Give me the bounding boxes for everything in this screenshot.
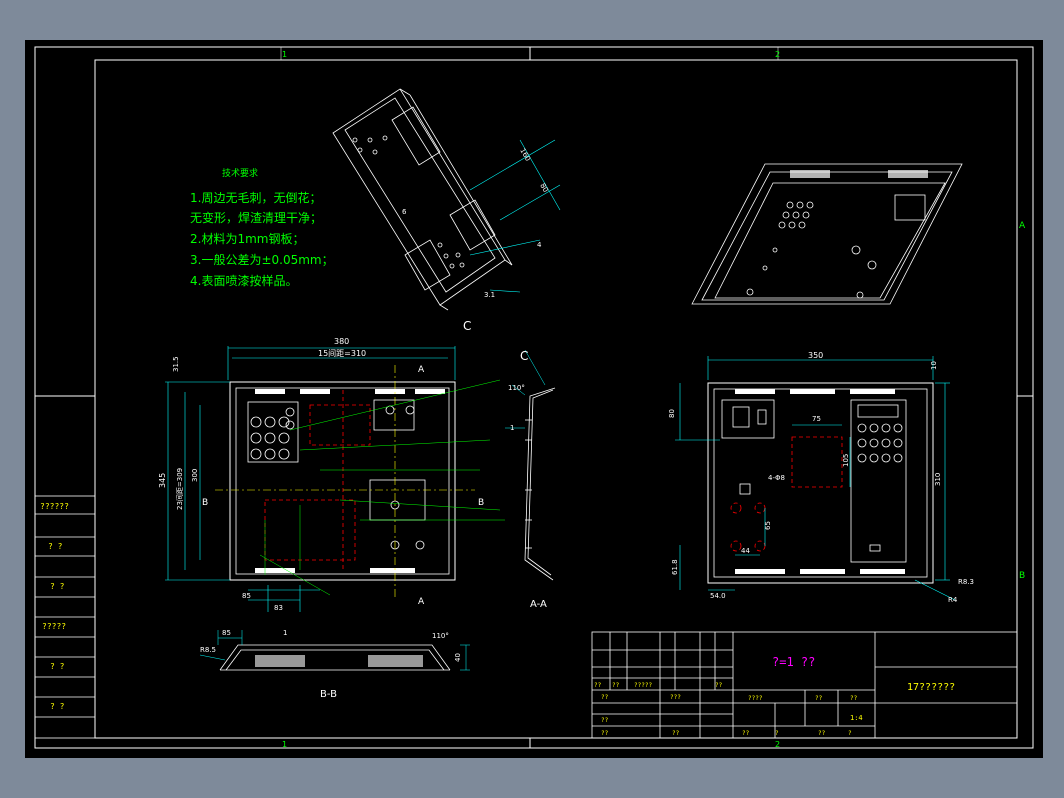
tech-req-line: 无变形，焊渣清理干净； [190, 210, 322, 225]
rear-dim: 10 [930, 361, 938, 370]
front-dim: 85 [242, 592, 251, 600]
front-dim: 15间距=310 [318, 349, 366, 358]
front-dim: 23间距=309 [176, 468, 184, 510]
rear-dim: 44 [741, 547, 750, 555]
left-panel-cell: ????? [42, 622, 66, 631]
section-bb-slots [255, 655, 423, 667]
tech-req-title: 技术要求 [222, 167, 258, 179]
section-bb-label: B-B [320, 689, 337, 700]
zone-label-1-bottom: 1 [282, 740, 287, 749]
tech-req-line: 3.一般公差为±0.05mm； [190, 252, 334, 267]
rear-dim: 75 [812, 415, 821, 423]
section-mark: B [202, 498, 208, 508]
zone-label-1-top: 1 [282, 50, 287, 59]
rear-dim: 4-Φ8 [768, 474, 785, 482]
front-dim: 31.5 [172, 356, 180, 372]
section-aa-leaders [505, 349, 546, 429]
iso-view-label: C [463, 319, 471, 333]
iso-dim: 6 [402, 208, 407, 216]
rear-dim: 350 [808, 351, 823, 360]
title-row1-cell: ?? [715, 682, 723, 689]
tech-req-line: 4.表面喷漆按样品。 [190, 273, 297, 288]
isometric-dims [469, 139, 561, 293]
front-dim: 380 [334, 337, 349, 346]
isometric-view-left [332, 88, 513, 311]
isometric-view-right [691, 163, 963, 305]
front-view [165, 346, 505, 612]
section-bb-dim: R8.5 [200, 646, 216, 654]
front-dim: 83 [274, 604, 283, 612]
rear-dim: 105 [842, 454, 850, 467]
outer-frame [34, 46, 1034, 749]
left-panel-cell: ? ? [50, 662, 65, 671]
drawing-background [25, 40, 1043, 758]
inner-frame [94, 59, 1018, 739]
title-cell: ?? [818, 730, 826, 737]
rear-dim: 54.0 [710, 592, 726, 600]
left-panel-cell: ?????? [40, 502, 69, 511]
section-aa-label: A-A [530, 599, 547, 610]
front-dim: 345 [158, 473, 167, 488]
rear-view [675, 356, 956, 601]
rear-dim: R4 [948, 596, 958, 604]
left-panel-cell: ? ? [50, 582, 65, 591]
tech-req-line: 2.材料为1mm钢板； [190, 232, 304, 246]
section-aa-angle: 110° [508, 384, 525, 392]
section-mark: A [418, 365, 425, 375]
section-bb-dim: 40 [454, 653, 462, 662]
title-drawing-name: 17?????? [907, 682, 955, 693]
title-cell: ???? [748, 695, 763, 702]
section-bb-dim: 85 [222, 629, 231, 637]
title-row1-cell: ????? [634, 682, 652, 689]
section-bb-dim: 110° [432, 632, 449, 640]
iso-dim: 3.1 [484, 291, 495, 299]
rear-dim: 65 [764, 521, 772, 530]
title-cell: ?? [672, 730, 680, 737]
iso-dim: 80 [538, 182, 549, 194]
left-panel-cell: ? ? [50, 702, 65, 711]
title-cell: ? [848, 730, 852, 737]
section-bb-dim: 1 [283, 629, 287, 637]
section-aa-mark: C [520, 349, 528, 363]
front-dim: 300 [191, 469, 199, 482]
section-aa-dim: 1 [510, 424, 514, 432]
section-bb-view [219, 644, 451, 671]
title-cell: ?? [742, 730, 750, 737]
zone-label-2-top: 2 [775, 50, 780, 59]
title-row1-cell: ?? [612, 682, 620, 689]
title-cell: ?? [815, 695, 823, 702]
title-cell: ? [775, 730, 779, 737]
title-scale-label: ?=1 ?? [772, 655, 815, 669]
title-row1-cell: ??? [670, 694, 681, 701]
rear-dim: 61.8 [671, 559, 679, 575]
title-row1-cell: ?? [594, 682, 602, 689]
section-bb-dims [199, 630, 470, 671]
section-aa-view [524, 387, 556, 581]
rear-dim: R8.3 [958, 578, 974, 586]
rear-dim: 80 [668, 409, 676, 418]
zone-label-a: A [1019, 221, 1026, 231]
title-cell: ?? [850, 695, 858, 702]
zone-label-2-bottom: 2 [775, 740, 780, 749]
tech-req-line: 1.周边无毛刺，无倒花； [190, 190, 321, 205]
rear-dim: 310 [934, 473, 942, 486]
section-mark: B [478, 498, 484, 508]
title-cell: ?? [601, 717, 609, 724]
left-info-panel [34, 495, 96, 739]
title-cell: ?? [601, 694, 609, 701]
section-mark: A [418, 597, 425, 607]
title-cell: 1:4 [850, 714, 863, 722]
zone-label-b: B [1019, 571, 1025, 581]
iso-dim: 4 [537, 241, 542, 249]
title-block [591, 631, 1018, 739]
left-panel-cell: ? ? [48, 542, 63, 551]
title-cell: ?? [601, 730, 609, 737]
